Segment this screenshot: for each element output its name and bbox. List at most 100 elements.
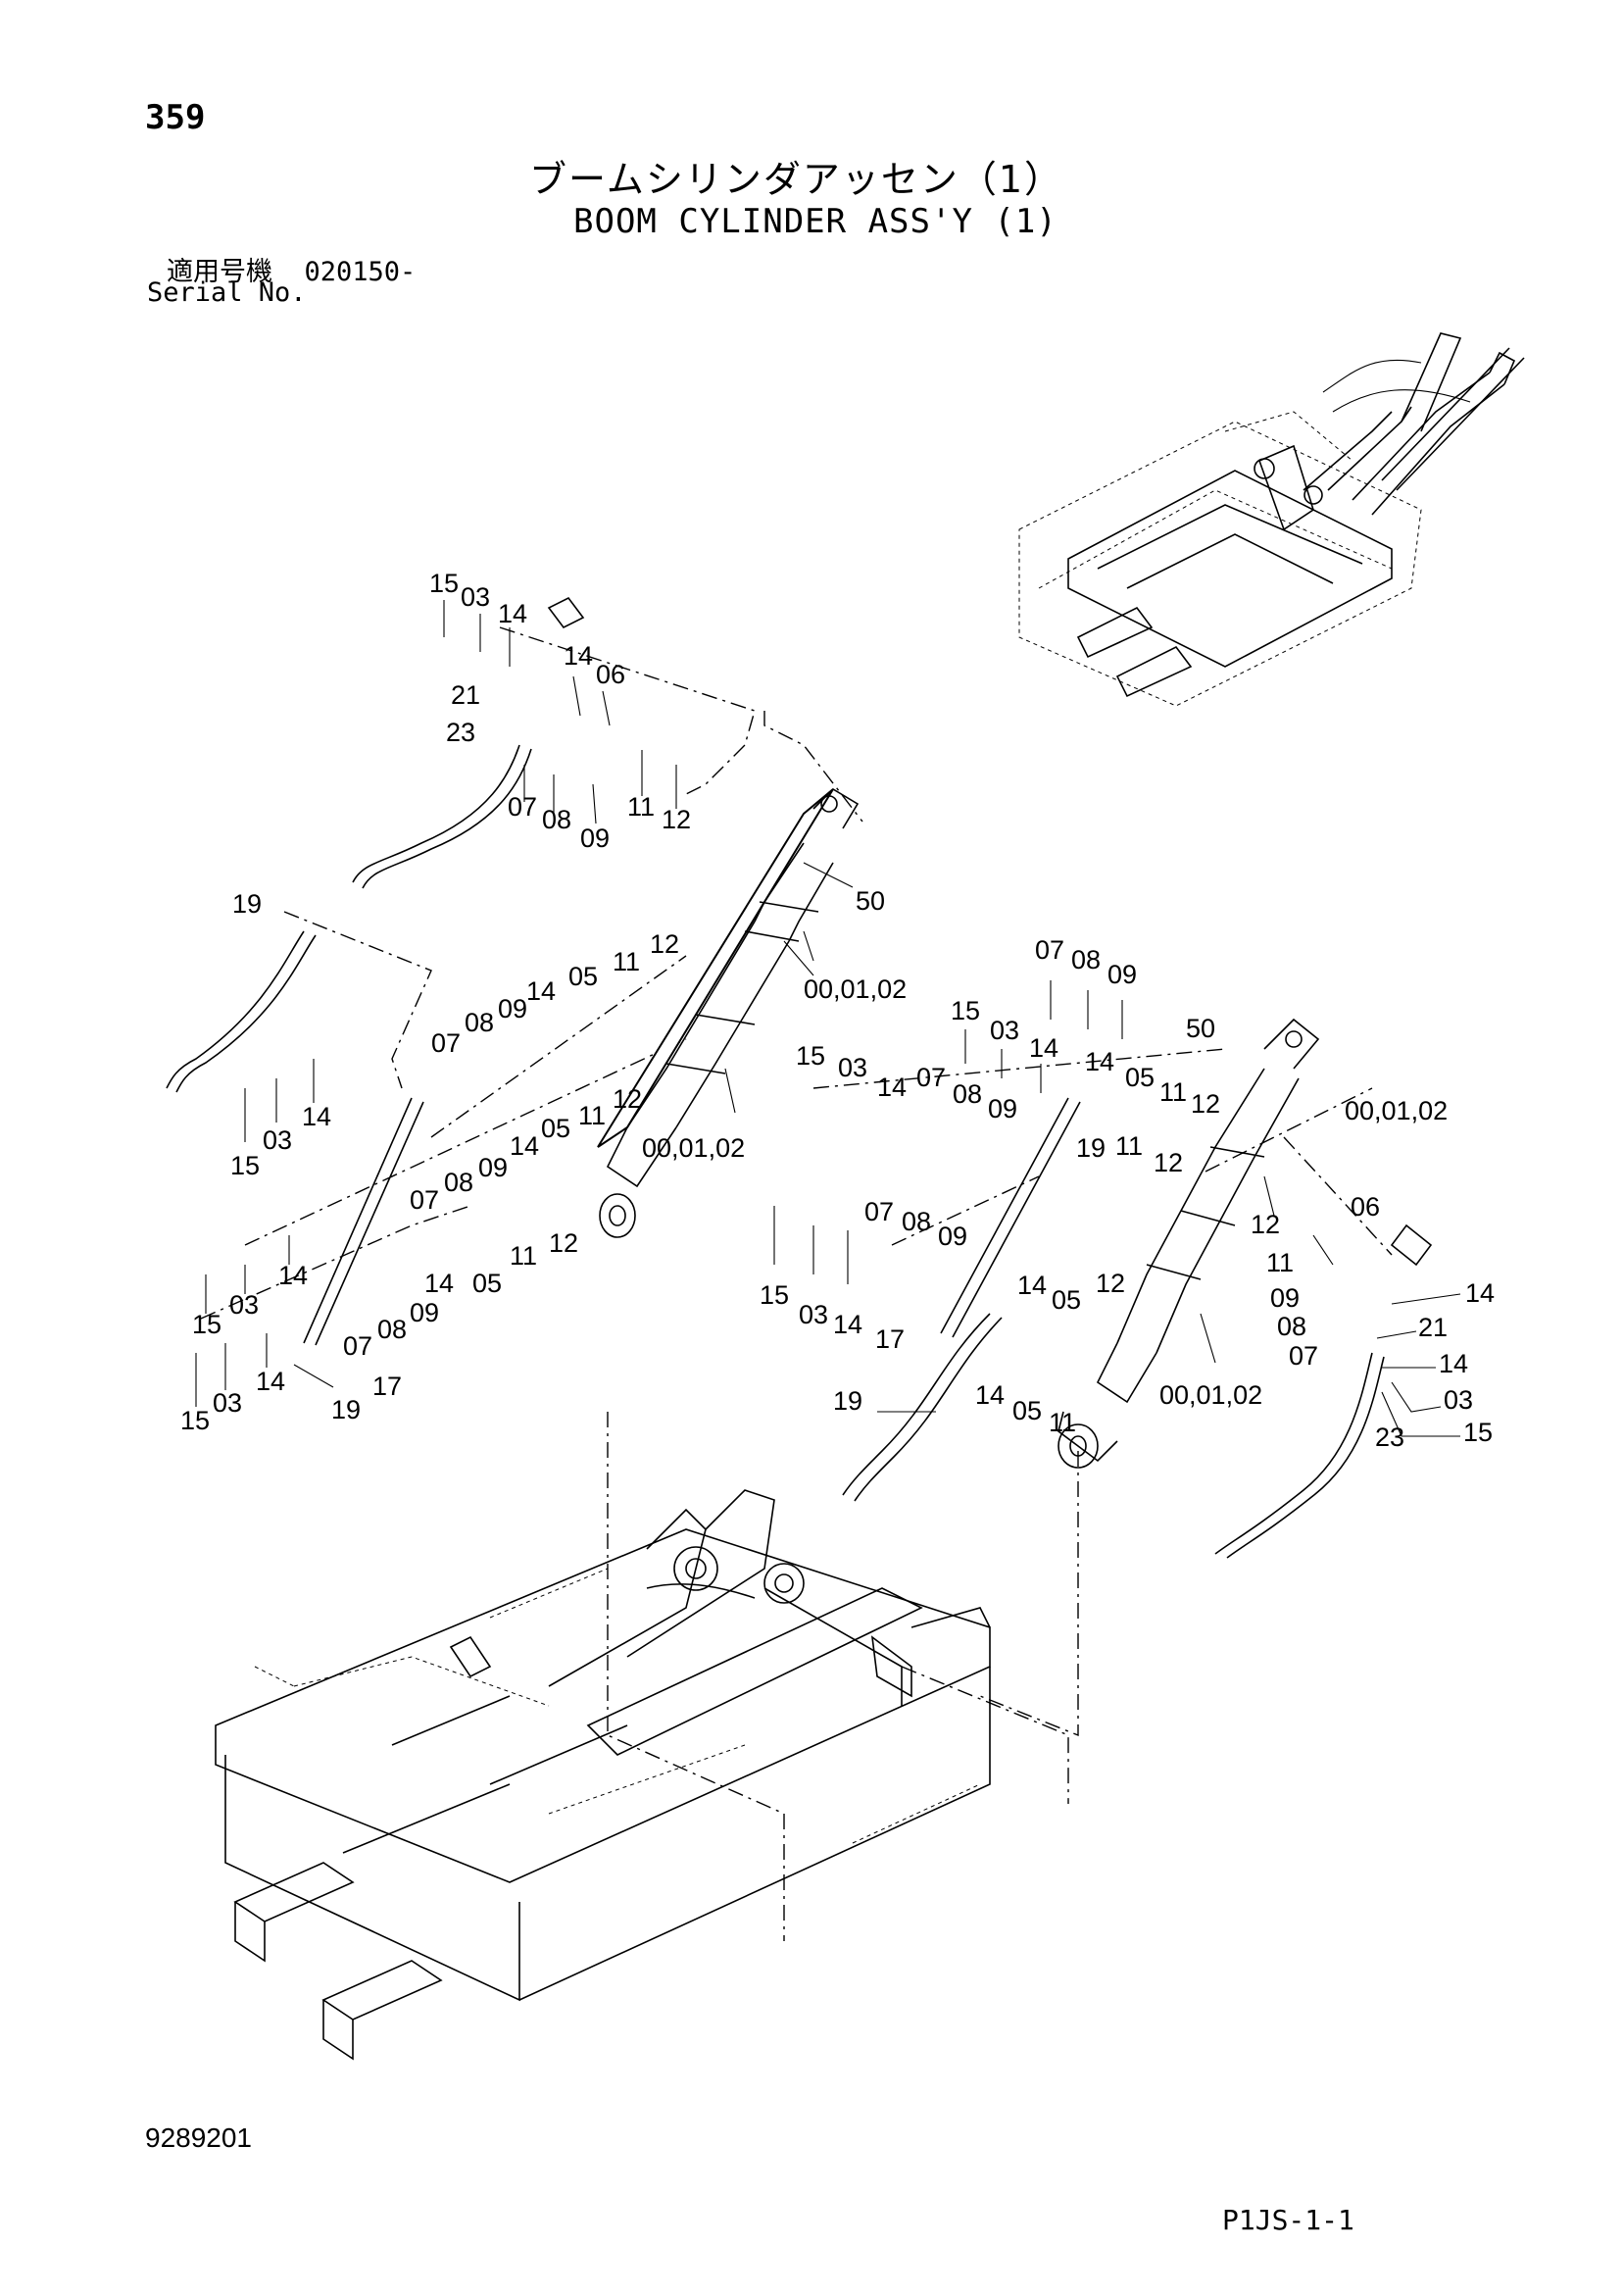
callout-07: 07	[1035, 935, 1064, 965]
callout-15: 15	[951, 996, 980, 1025]
callout-14: 14	[256, 1367, 285, 1396]
callout-11: 11	[578, 1101, 606, 1130]
left-boom-cylinder	[597, 787, 860, 1238]
callout-09: 09	[498, 994, 527, 1023]
serial-value: 020150-	[304, 257, 417, 287]
leader-lines	[200, 626, 1393, 1941]
callout-09: 09	[938, 1222, 967, 1251]
callout-15: 15	[429, 569, 459, 598]
callout-03: 03	[799, 1300, 828, 1329]
callout-12: 12	[650, 929, 679, 959]
callout-14: 14	[1085, 1047, 1114, 1076]
callout-08: 08	[542, 805, 571, 834]
callout-12: 12	[1096, 1269, 1125, 1298]
callout-08: 08	[465, 1008, 494, 1037]
callout-14: 14	[424, 1269, 454, 1298]
callout-00-01-02: 00,01,02	[1159, 1380, 1262, 1410]
callout-19: 19	[232, 889, 262, 919]
callout-12: 12	[1154, 1148, 1183, 1177]
callout-14: 14	[975, 1380, 1005, 1410]
callout-11: 11	[1266, 1248, 1294, 1277]
callout-05: 05	[1125, 1063, 1155, 1092]
callout-50: 50	[1186, 1014, 1215, 1043]
inset-overview-drawing	[1018, 332, 1525, 707]
callout-11: 11	[1049, 1408, 1076, 1437]
callout-11: 11	[1159, 1077, 1187, 1107]
callout-11: 11	[1115, 1131, 1143, 1161]
callout-15: 15	[1463, 1418, 1493, 1447]
callout-09: 09	[988, 1094, 1017, 1123]
callout-11: 11	[613, 947, 640, 976]
callout-09: 09	[1270, 1283, 1300, 1313]
callout-11: 11	[627, 792, 655, 822]
callout-14: 14	[833, 1310, 862, 1339]
callout-03: 03	[990, 1016, 1019, 1045]
callout-07: 07	[916, 1063, 946, 1092]
callout-00-01-02: 00,01,02	[804, 974, 907, 1004]
callout-08: 08	[953, 1079, 982, 1109]
callout-08: 08	[1071, 945, 1101, 974]
callout-12: 12	[549, 1228, 578, 1258]
callout-23: 23	[446, 718, 475, 747]
callout-14: 14	[564, 641, 593, 671]
callout-14: 14	[302, 1102, 331, 1131]
callout-07: 07	[410, 1185, 439, 1215]
callout-19: 19	[331, 1395, 361, 1424]
callout-14: 14	[1465, 1278, 1495, 1308]
callout-06: 06	[596, 660, 625, 689]
callout-21: 21	[451, 680, 480, 710]
callout-17: 17	[875, 1324, 905, 1354]
page-title-english: BOOM CYLINDER ASS'Y (1)	[573, 202, 1057, 241]
callout-12: 12	[613, 1084, 642, 1114]
callout-07: 07	[1289, 1341, 1318, 1371]
callout-03: 03	[1444, 1385, 1473, 1415]
callout-15: 15	[796, 1041, 825, 1071]
serial-label-japanese: 適用号機	[167, 257, 272, 287]
callout-03: 03	[263, 1125, 292, 1155]
callout-07: 07	[343, 1331, 372, 1361]
right-boom-cylinder	[1057, 1018, 1320, 1469]
callout-15: 15	[180, 1406, 210, 1435]
callout-14: 14	[1029, 1033, 1058, 1063]
hoses	[166, 596, 1433, 1559]
callout-14: 14	[510, 1131, 539, 1161]
sheet-code: P1JS-1-1	[1222, 2204, 1354, 2236]
callout-12: 12	[1251, 1210, 1280, 1239]
callout-05: 05	[568, 962, 598, 991]
callout-21: 21	[1418, 1313, 1448, 1342]
callout-14: 14	[877, 1073, 907, 1102]
callout-05: 05	[472, 1269, 502, 1298]
callout-14: 14	[498, 599, 527, 628]
callout-05: 05	[1052, 1285, 1081, 1315]
callout-08: 08	[444, 1168, 473, 1197]
callout-09: 09	[478, 1153, 508, 1182]
callout-50: 50	[856, 886, 885, 916]
callout-07: 07	[508, 792, 537, 822]
callout-09: 09	[580, 824, 610, 853]
part-callouts: 15 03 14 14 06 21 23 07 08 09 11 12 50 0…	[180, 569, 1495, 1452]
callout-03: 03	[461, 582, 490, 612]
callout-15: 15	[230, 1151, 260, 1180]
callout-15: 15	[760, 1280, 789, 1310]
callout-03: 03	[838, 1053, 867, 1082]
callout-06: 06	[1351, 1192, 1380, 1222]
callout-19: 19	[1076, 1133, 1106, 1163]
callout-12: 12	[1191, 1089, 1220, 1119]
callout-08: 08	[377, 1315, 407, 1344]
callout-03: 03	[229, 1290, 259, 1320]
callout-14: 14	[1017, 1271, 1047, 1300]
callout-07: 07	[864, 1197, 894, 1226]
page-number: 359	[145, 98, 206, 137]
callout-09: 09	[410, 1298, 439, 1327]
callout-09: 09	[1107, 960, 1137, 989]
callout-17: 17	[372, 1372, 402, 1401]
callout-00-01-02: 00,01,02	[642, 1133, 745, 1163]
callout-ticks	[195, 600, 1461, 1437]
serial-number-row: 適用号機 020150-	[167, 250, 416, 288]
callout-14: 14	[278, 1261, 308, 1290]
callout-08: 08	[1277, 1312, 1306, 1341]
callout-07: 07	[431, 1028, 461, 1058]
callout-08: 08	[902, 1207, 931, 1236]
callout-03: 03	[213, 1388, 242, 1418]
